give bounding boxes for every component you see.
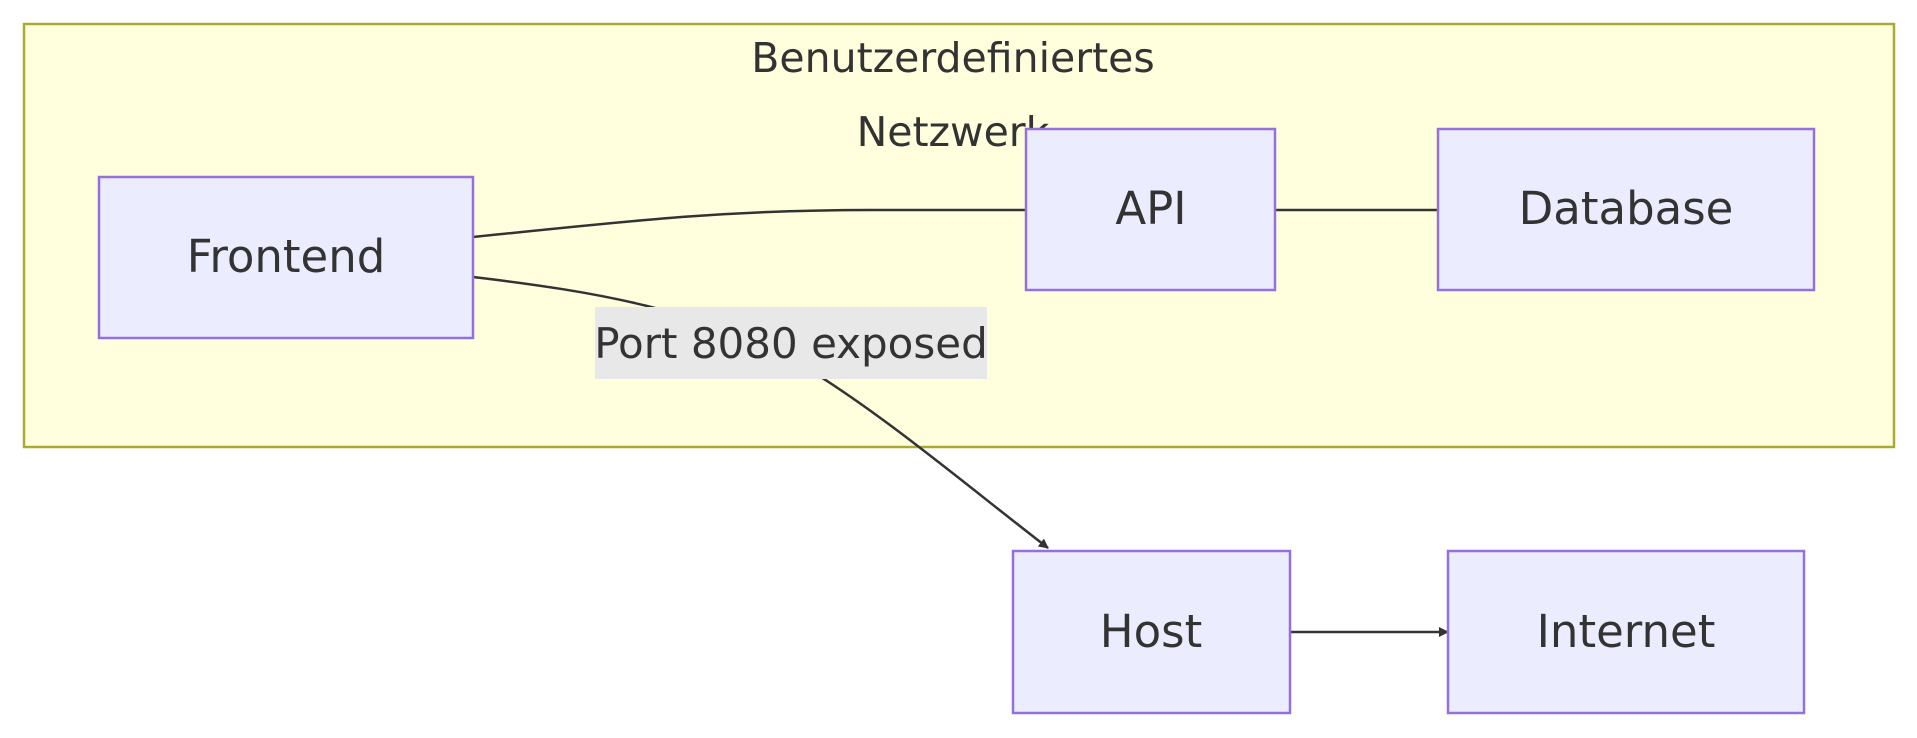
node-database[interactable]: Database (1436, 127, 1816, 292)
node-internet-label: Internet (1537, 605, 1716, 658)
edge-frontend-api (472, 208, 1026, 239)
node-host[interactable]: Host (1011, 549, 1292, 715)
node-frontend-label: Frontend (187, 230, 386, 283)
node-api-label: API (1115, 182, 1186, 235)
node-frontend[interactable]: Frontend (97, 175, 475, 340)
node-internet-box[interactable] (1446, 549, 1806, 715)
network-group-title-line2: Netzwerk (857, 108, 1050, 156)
node-internet[interactable]: Internet (1446, 549, 1806, 715)
edge-label-port: Port 8080 exposed (594, 307, 988, 379)
node-database-label: Database (1519, 182, 1734, 235)
node-database-box[interactable] (1436, 127, 1816, 292)
node-host-box[interactable] (1011, 549, 1292, 715)
edge-label-background (595, 307, 987, 379)
node-host-label: Host (1100, 605, 1202, 658)
edge-label-port-text: Port 8080 exposed (594, 319, 988, 368)
node-frontend-box[interactable] (97, 175, 475, 340)
node-api[interactable]: API (1024, 127, 1277, 292)
network-group-title-line1: Benutzerdefiniertes (751, 34, 1154, 82)
node-api-box[interactable] (1024, 127, 1277, 292)
